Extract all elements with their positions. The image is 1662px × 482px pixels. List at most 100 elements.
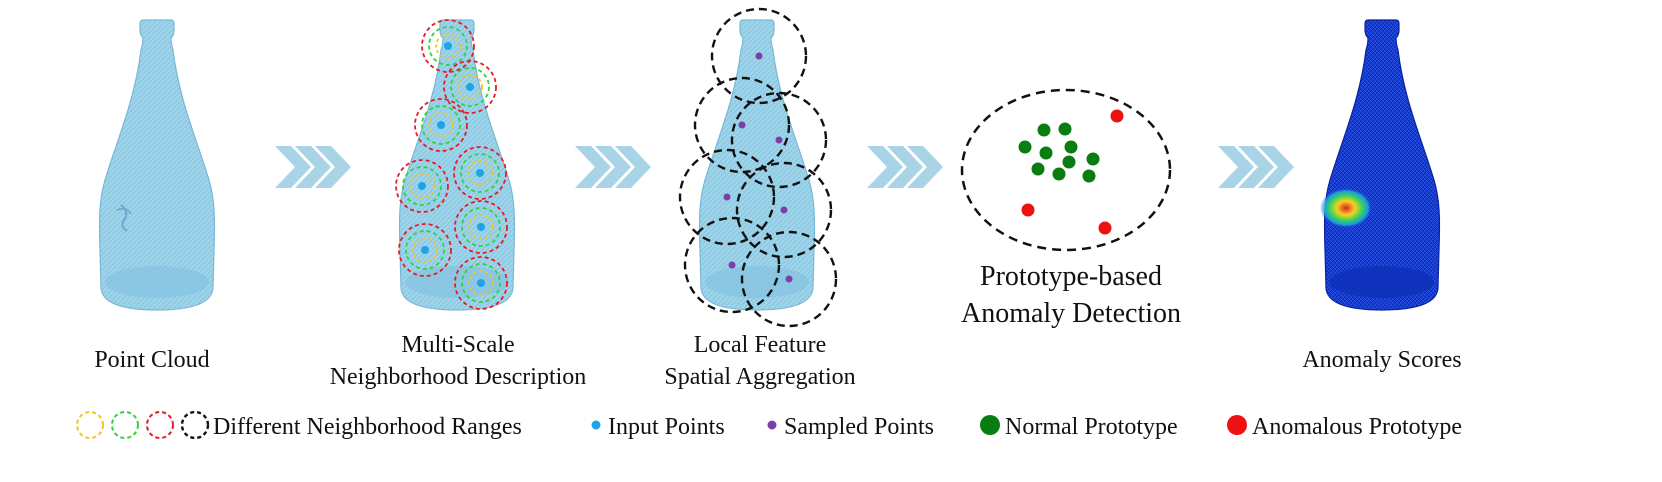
chevron-arrow-icon <box>575 146 651 188</box>
dashed-circle-icon <box>180 410 210 440</box>
anomalous-prototype <box>1021 203 1035 217</box>
red-range-ring <box>454 256 508 310</box>
aggregation-ring <box>683 216 781 314</box>
chevron-arrow-icon <box>1218 146 1294 188</box>
aggregation-neighborhoods <box>678 7 838 328</box>
yellow-range-ring <box>457 74 483 100</box>
chevron <box>275 146 311 188</box>
chevron <box>575 146 611 188</box>
dashed-circle-icon <box>111 411 139 439</box>
red-range-ring <box>453 146 507 200</box>
red-range-ring <box>454 200 508 254</box>
input-point <box>437 121 445 129</box>
point-cloud-bottle <box>98 19 216 311</box>
normal-prototype-dot-icon <box>980 415 1000 435</box>
red-range-ring <box>443 60 497 114</box>
anomalous-prototype <box>1110 109 1124 123</box>
red-range-ring <box>395 159 449 213</box>
green-range-ring <box>421 105 461 145</box>
aggregation-ring <box>710 7 808 105</box>
normal-prototype <box>1064 140 1078 154</box>
chevron <box>615 146 651 188</box>
green-range-ring <box>402 166 442 206</box>
multi-scale-caption: Neighborhood Description <box>330 364 587 390</box>
chevron <box>595 146 631 188</box>
local-feature-caption: Spatial Aggregation <box>664 364 855 390</box>
red-range-ring <box>398 223 452 277</box>
yellow-range-ring <box>435 33 461 59</box>
dashed-circle-icon <box>76 411 104 439</box>
green-range-ring <box>405 230 445 270</box>
prototypes <box>1018 109 1124 235</box>
anomalous-prototype-dot-icon <box>1227 415 1247 435</box>
input-point <box>418 182 426 190</box>
input-point <box>477 223 485 231</box>
input-point <box>444 42 452 50</box>
dashed-circle-icon <box>146 411 174 439</box>
chevron <box>887 146 923 188</box>
sampled-point-dot-icon <box>767 420 777 430</box>
chevron-arrow-icon <box>275 146 351 188</box>
normal-prototype <box>1052 167 1066 181</box>
sampled-point <box>728 261 736 269</box>
green-range-ring <box>461 263 501 303</box>
prototype-caption: Prototype-based <box>980 261 1162 292</box>
input-point <box>476 169 484 177</box>
normal-prototype <box>1058 122 1072 136</box>
legend-input-label: Input Points <box>608 414 725 440</box>
sampled-point <box>775 136 783 144</box>
green-range-ring <box>461 207 501 247</box>
aggregation-ring <box>693 76 791 174</box>
local-feature-caption: Local Feature <box>694 332 827 358</box>
green-range-ring <box>460 153 500 193</box>
aggregation-ring <box>678 148 776 246</box>
input-point <box>466 83 474 91</box>
normal-prototype <box>1037 123 1051 137</box>
sampled-point <box>738 121 746 129</box>
normal-prototype <box>1082 169 1096 183</box>
yellow-range-ring <box>412 237 438 263</box>
yellow-range-ring <box>428 112 454 138</box>
anomaly-score-bottle <box>1320 19 1441 311</box>
input-point <box>421 246 429 254</box>
normal-prototype <box>1086 152 1100 166</box>
legend: Different Neighborhood Ranges Input Poin… <box>76 410 1462 440</box>
normal-prototype <box>1031 162 1045 176</box>
sampled-point <box>723 193 731 201</box>
prototype-caption: Anomaly Detection <box>961 298 1181 329</box>
legend-sampled-label: Sampled Points <box>784 414 934 440</box>
chevron <box>295 146 331 188</box>
aggregation-ring <box>740 230 838 328</box>
chevron <box>1218 146 1254 188</box>
chevron <box>315 146 351 188</box>
green-range-ring <box>450 67 490 107</box>
normal-prototype <box>1039 146 1053 160</box>
prototype-boundary <box>960 88 1172 252</box>
multi-scale-neighborhoods <box>395 19 508 310</box>
chevron <box>907 146 943 188</box>
yellow-range-ring <box>467 160 493 186</box>
aggregation-ring <box>730 91 828 189</box>
legend-ranges-label: Different Neighborhood Ranges <box>213 414 522 440</box>
sampled-point <box>780 206 788 214</box>
red-range-ring <box>414 98 468 152</box>
red-range-ring <box>421 19 475 73</box>
anomalous-prototype <box>1098 221 1112 235</box>
legend-normal-label: Normal Prototype <box>1005 414 1178 440</box>
multi-scale-bottle <box>398 19 516 311</box>
anomaly-heat-spot <box>1320 188 1372 228</box>
chevron <box>1258 146 1294 188</box>
pipeline-arrows <box>275 146 1294 188</box>
legend-anomalous-label: Anomalous Prototype <box>1252 414 1462 440</box>
sampled-point <box>785 275 793 283</box>
chevron <box>867 146 903 188</box>
anomaly-scores-caption: Anomaly Scores <box>1302 347 1461 373</box>
sampled-point <box>755 52 763 60</box>
yellow-range-ring <box>409 173 435 199</box>
yellow-range-ring <box>468 270 494 296</box>
yellow-range-ring <box>468 214 494 240</box>
aggregation-ring <box>735 161 833 259</box>
normal-prototype <box>1018 140 1032 154</box>
